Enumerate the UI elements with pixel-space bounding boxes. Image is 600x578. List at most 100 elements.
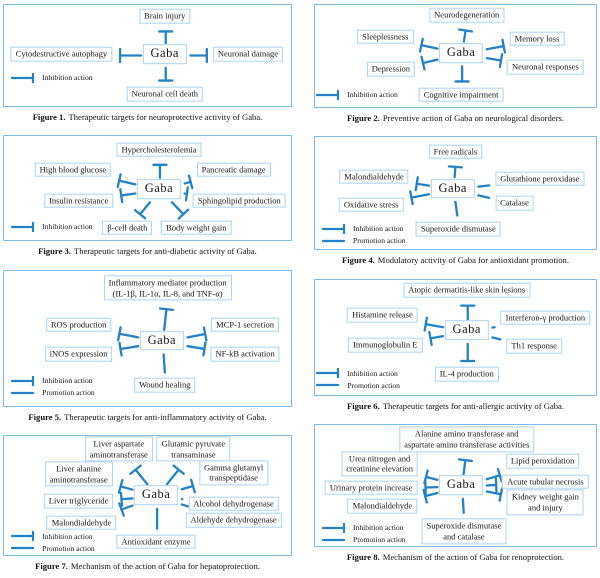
legend-promotion-action: Promotion action [322, 236, 406, 246]
legend-promotion-action: Promotion action [11, 543, 95, 553]
node-brain-injury: Brain injury [139, 8, 191, 24]
legend-label: Promotion action [353, 236, 406, 246]
caption-text: Therapeutic targets for neuroprotective … [68, 112, 263, 122]
caption-label: Figure 3. [38, 246, 71, 257]
node-memory-loss: Memory loss [509, 31, 565, 46]
inhibition-line-icon [316, 368, 340, 379]
node-catalase: Catalase [495, 196, 534, 211]
node-atopic-dermatitis-like-skin-lesions: Atopic dermatitis-like skin lesions [403, 282, 531, 298]
node-high-blood-glucose: High blood glucose [34, 162, 112, 177]
node-urinary-protein-increase: Urinary protein increase [324, 480, 418, 496]
legend-label: Inhibition action [42, 531, 93, 541]
node-lipid-peroxidation: Lipid peroxidation [505, 453, 580, 469]
caption-label: Figure 7. [35, 560, 68, 571]
inhibition-line-icon [11, 531, 35, 542]
node-malondialdehyde: Malondialdehyde [46, 515, 117, 531]
legend-inhibition-action: Inhibition action [11, 375, 95, 386]
node-inos-expression: iNOS expression [44, 347, 113, 362]
node-alanine-amino-transferase-and-aspartate-am: Alanine amino transferase and aspartate … [399, 426, 535, 453]
node-antioxidant-enzyme: Antioxidant enzyme [116, 534, 196, 550]
node-interferon-production: Interferon-γ production [500, 310, 591, 325]
inhibition-line-icon [11, 221, 35, 232]
node-body-weight-gain: Body weight gain [161, 220, 232, 236]
caption-label: Figure 4. [342, 255, 375, 266]
caption-text: Therapeutic targets for anti-diabetic ac… [73, 246, 257, 257]
node-neuronal-cell-death: Neuronal cell death [126, 86, 203, 102]
figure-caption: Figure 5.Therapeutic targets for anti-in… [5, 412, 290, 422]
node-hypercholesterolemia: Hypercholesterolemia [116, 142, 202, 158]
legend: Inhibition action [11, 221, 93, 232]
caption-text: Mechanism of the action of Gaba for reno… [382, 551, 565, 562]
node-sphingolipid-production: Sphingolipid production [192, 193, 286, 209]
legend-label: Inhibition action [42, 222, 93, 232]
inhibition-line-icon [322, 223, 346, 234]
caption-label: Figure 8. [346, 551, 380, 562]
promotion-line-icon [322, 538, 346, 542]
figure-caption: Figure 3.Therapeutic targets for anti-di… [5, 246, 290, 256]
node-immunoglobulin-e: Immunoglobulin E [348, 337, 423, 353]
node-il-4-production: IL-4 production [434, 366, 499, 382]
node-malondialdehyde: Malondialdehyde [339, 169, 409, 184]
legend-inhibition-action: Inhibition action [316, 368, 400, 379]
node-superoxide-dismutase-and-catalase: Superoxide dismutase and catalase [421, 518, 507, 545]
legend-label: Inhibition action [353, 224, 404, 234]
node-aldehyde-dehydrogenase: Aldehyde dehydrogenase [185, 513, 282, 528]
node-mcp-1-secretion: MCP-1 secretion [211, 317, 279, 332]
gaba-center-box: Gaba [139, 331, 185, 351]
legend: Inhibition action [316, 89, 398, 100]
node-wound-healing: Wound healing [133, 378, 196, 393]
legend-inhibition-action: Inhibition action [316, 89, 398, 100]
caption-text: Therapeutic targets for anti-inflammator… [64, 411, 267, 422]
diagram-panel-figure-8: Gaba Alanine amino transferase and aspart… [314, 423, 597, 547]
legend-inhibition-action: Inhibition action [11, 531, 95, 542]
legend-label: Inhibition action [353, 523, 404, 533]
figure-caption: Figure 4.Modulatory activity of Gaba for… [316, 255, 595, 265]
node-gamma-glutamyl-transpeptidase: Gamma glutamyl transpeptidase [198, 460, 269, 486]
caption-text: Mechanism of the action of Gaba for hepa… [70, 560, 260, 571]
figure-caption: Figure 8.Mechanism of the action of Gaba… [316, 552, 595, 562]
promotion-line-icon [11, 547, 35, 550]
figure-caption: Figure 2.Preventive action of Gaba on ne… [316, 113, 595, 123]
legend-inhibition-action: Inhibition action [11, 72, 93, 83]
node-neuronal-responses: Neuronal responses [507, 59, 584, 75]
node-neurodegeneration: Neurodegeneration [429, 7, 505, 23]
promotion-line-icon [322, 239, 346, 242]
legend-inhibition-action: Inhibition action [11, 221, 93, 232]
node-free-radicals: Free radicals [428, 144, 483, 160]
legend-label: Promotion action [347, 380, 400, 390]
gaba-center-box: Gaba [438, 475, 484, 496]
figure-caption: Figure 6.Therapeutic targets for anti-al… [316, 401, 595, 411]
node-nf-kb-activation: NF-kB activation [210, 347, 280, 362]
caption-label: Figure 5. [28, 411, 62, 422]
gaba-center-box: Gaba [136, 179, 182, 200]
figure-8-block: Gaba Alanine amino transferase and aspart… [314, 423, 597, 575]
legend-promotion-action: Promotion action [316, 380, 400, 390]
legend-label: Inhibition action [347, 90, 398, 100]
node-sleeplessness: Sleeplessness [357, 29, 414, 44]
inhibition-line-icon [322, 522, 346, 533]
gaba-center-box: Gaba [142, 44, 187, 65]
figure-caption: Figure 1.Therapeutic targets for neuropr… [5, 112, 290, 122]
caption-label: Figure 1. [32, 112, 66, 122]
node-ros-production: ROS production [45, 317, 112, 332]
legend-label: Promotion action [42, 388, 95, 398]
node-kidney-weight-gain-and-injury: Kidney weight gain and injury [506, 489, 584, 515]
caption-label: Figure 2. [347, 113, 380, 123]
inhibition-line-icon [11, 375, 35, 386]
legend-label: Inhibition action [42, 376, 93, 386]
node-glutamic-pyruvate-transaminase: Glutamic pyruvate transaminase [156, 436, 231, 462]
